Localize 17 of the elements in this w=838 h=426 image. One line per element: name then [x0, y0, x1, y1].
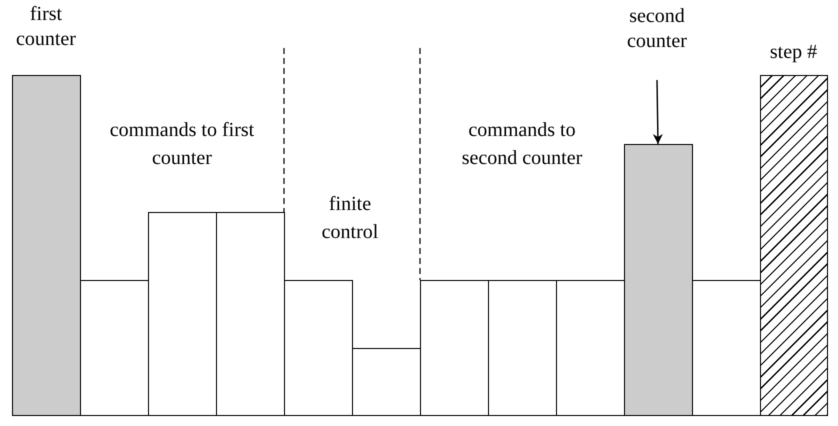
- bar: [692, 280, 761, 416]
- bar: [352, 348, 421, 416]
- bar-caption: second counter: [607, 4, 707, 54]
- region-label: commands to second counter: [460, 118, 584, 171]
- bar: [148, 212, 217, 416]
- arrow: [652, 80, 663, 144]
- bar: [216, 212, 285, 416]
- bar: [284, 280, 353, 416]
- bar: [420, 280, 489, 416]
- bar-heading: first counter: [15, 2, 77, 52]
- region-label: commands to first counter: [108, 118, 256, 171]
- shaded-bar: [624, 144, 693, 416]
- bar: [556, 280, 625, 416]
- bar-heading: step #: [768, 40, 818, 65]
- bar: [80, 280, 149, 416]
- region-label: finite control: [320, 192, 380, 245]
- bar: [488, 280, 557, 416]
